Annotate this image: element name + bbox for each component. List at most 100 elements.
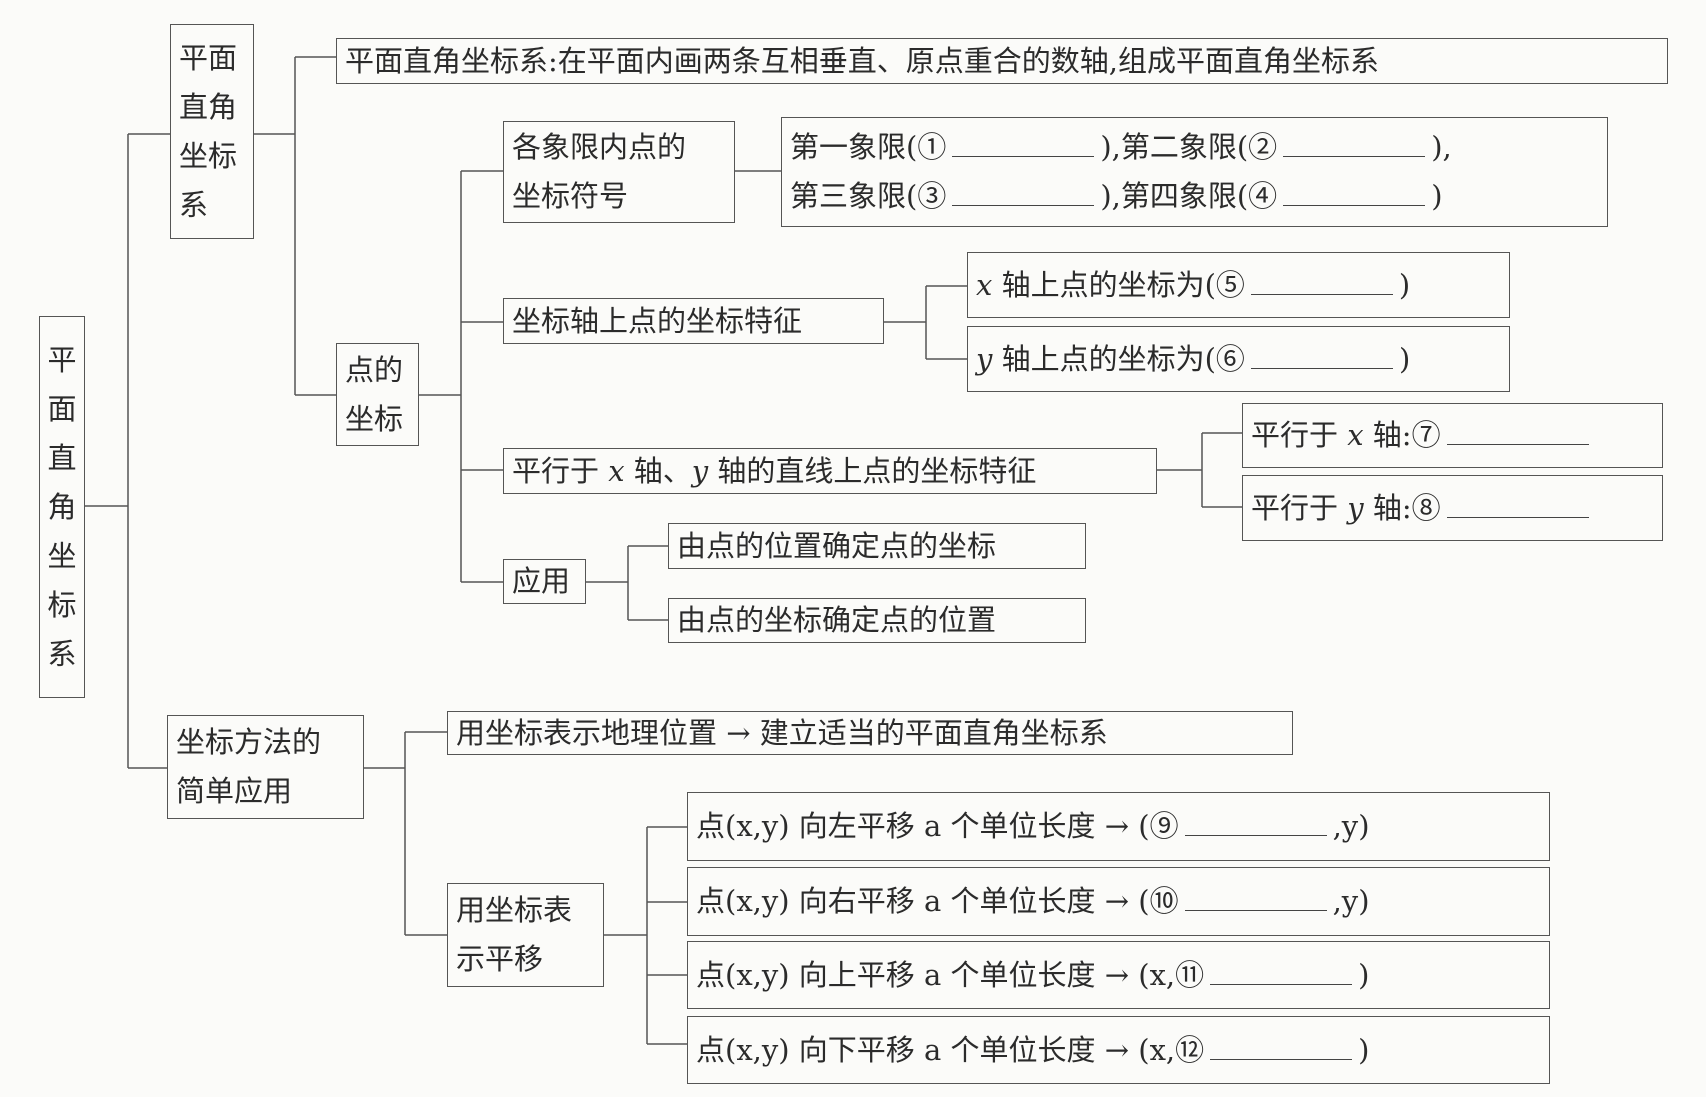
node-text: ) <box>1358 1032 1370 1067</box>
node-line: 坐标符号 <box>512 179 629 213</box>
node-text: 平行于 <box>1251 418 1348 452</box>
var: y <box>1347 490 1364 525</box>
root-char: 面 <box>47 391 77 426</box>
blank-4[interactable] <box>1283 183 1426 206</box>
translation-item: 点(x,y) 向左平移 a 个单位长度 → (⑨ ,y) <box>687 792 1550 861</box>
node-text: ) <box>1398 267 1411 302</box>
node-text: 轴上点的坐标为(⑥ <box>992 341 1245 376</box>
node-text: 点(x,y) 向右平移 a 个单位长度 → (⑩ <box>696 884 1179 918</box>
root-char: 角 <box>47 489 77 524</box>
translation-line: 点(x,y) 向下平移 a 个单位长度 → (x,⑫) <box>696 1032 1541 1067</box>
node-text: 轴上点的坐标为(⑤ <box>992 267 1245 302</box>
blank-7[interactable] <box>1446 422 1589 445</box>
root-char: 平 <box>47 342 77 377</box>
node-text: ,y) <box>1332 809 1370 843</box>
translation-line: 点(x,y) 向上平移 a 个单位长度 → (x,⑪) <box>696 957 1541 992</box>
node-line: 坐标方法的 <box>176 725 322 759</box>
root-char: 直 <box>47 440 77 475</box>
blank-1[interactable] <box>952 134 1095 157</box>
methods-node: 坐标方法的 简单应用 <box>167 715 364 819</box>
blank-6[interactable] <box>1250 346 1393 369</box>
parallel-y-line: 平行于 y 轴:⑧ <box>1251 490 1654 525</box>
parallel-feature-node: 平行于 x 轴、y 轴的直线上点的坐标特征 <box>503 448 1157 494</box>
node-text: 应用 <box>512 564 571 598</box>
node-text: ,y) <box>1332 884 1370 918</box>
node-text: 轴的直线上点的坐标特征 <box>708 453 1037 488</box>
node-text: ) <box>1358 957 1370 992</box>
translation-line: 点(x,y) 向左平移 a 个单位长度 → (⑨ ,y) <box>696 812 1541 841</box>
q-text: ),第二象限(② <box>1100 130 1278 164</box>
parallel-x-line: 平行于 x 轴:⑦ <box>1251 421 1654 450</box>
node-line: 简单应用 <box>176 774 293 808</box>
node-text: 平行于 <box>1251 490 1348 525</box>
node-line: 直角 <box>179 89 238 124</box>
translation-item: 点(x,y) 向上平移 a 个单位长度 → (x,⑪) <box>687 941 1550 1009</box>
parallel-label: 平行于 x 轴、y 轴的直线上点的坐标特征 <box>512 453 1148 488</box>
blank-3[interactable] <box>952 183 1095 206</box>
node-line: 平面 <box>179 40 238 75</box>
quadrant-content-node: 第一象限(①),第二象限(②), 第三象限(③),第四象限(④) <box>781 117 1608 227</box>
node-text: 轴:⑦ <box>1363 418 1441 452</box>
translation-item: 点(x,y) 向下平移 a 个单位长度 → (x,⑫) <box>687 1016 1550 1084</box>
q-text: ),第四象限(④ <box>1100 179 1278 213</box>
blank-10[interactable] <box>1184 888 1327 911</box>
node-line: 系 <box>179 187 209 222</box>
quadrant-line-2: 第三象限(③ ),第四象限(④) <box>790 182 1599 211</box>
node-line: 示平移 <box>456 942 544 976</box>
parallel-x-node: 平行于 x 轴:⑦ <box>1242 403 1663 468</box>
root-char: 系 <box>47 636 77 671</box>
node-line: 各象限内点的 <box>512 130 687 164</box>
node-text: ) <box>1398 341 1411 376</box>
translation-node: 用坐标表 示平移 <box>447 883 604 987</box>
x-axis-node: x 轴上点的坐标为(⑤) <box>967 252 1510 318</box>
root-node: 平 面 直 角 坐 标 系 <box>39 316 85 698</box>
blank-2[interactable] <box>1283 134 1426 157</box>
quadrant-line-1: 第一象限(①),第二象限(②), <box>790 133 1599 162</box>
root-char: 坐 <box>47 538 77 573</box>
translation-item: 点(x,y) 向右平移 a 个单位长度 → (⑩ ,y) <box>687 867 1550 936</box>
node-text: 轴、 <box>624 453 692 488</box>
node-text: 由点的坐标确定点的位置 <box>677 603 997 637</box>
node-text: 用坐标表示地理位置 → 建立适当的平面直角坐标系 <box>456 715 1108 750</box>
blank-8[interactable] <box>1446 495 1589 518</box>
application-item: 由点的位置确定点的坐标 <box>668 523 1086 569</box>
node-line: 坐标 <box>179 138 238 173</box>
y-axis-line: y 轴上点的坐标为(⑥) <box>976 341 1501 376</box>
application-node: 应用 <box>503 559 586 604</box>
var: y <box>691 453 709 488</box>
geo-node: 用坐标表示地理位置 → 建立适当的平面直角坐标系 <box>447 711 1293 755</box>
system-node: 平面 直角 坐标 系 <box>170 24 254 239</box>
node-line: 坐标 <box>345 401 404 436</box>
translation-line: 点(x,y) 向右平移 a 个单位长度 → (⑩ ,y) <box>696 887 1541 916</box>
var: x <box>608 453 625 488</box>
x-axis-line: x 轴上点的坐标为(⑤) <box>976 267 1501 302</box>
node-text: 点(x,y) 向上平移 a 个单位长度 → (x,⑪ <box>696 957 1205 992</box>
q-text: 第一象限(① <box>790 130 947 164</box>
node-text: 点(x,y) 向左平移 a 个单位长度 → (⑨ <box>696 809 1179 843</box>
root-char: 标 <box>47 587 77 622</box>
node-text: 平行于 <box>512 453 609 488</box>
q-text: ) <box>1431 179 1443 213</box>
blank-5[interactable] <box>1250 272 1393 295</box>
node-line: 用坐标表 <box>456 893 573 927</box>
node-text: 点(x,y) 向下平移 a 个单位长度 → (x,⑫ <box>696 1032 1205 1067</box>
blank-9[interactable] <box>1184 813 1327 836</box>
definition-node: 平面直角坐标系:在平面内画两条互相垂直、原点重合的数轴,组成平面直角坐标系 <box>336 38 1668 84</box>
point-coords-node: 点的 坐标 <box>336 343 419 446</box>
node-line: 点的 <box>345 352 404 387</box>
var: x <box>976 267 993 302</box>
var: y <box>976 341 993 376</box>
node-text: 由点的位置确定点的坐标 <box>677 528 997 563</box>
blank-12[interactable] <box>1210 1037 1353 1060</box>
axis-feature-node: 坐标轴上点的坐标特征 <box>503 298 884 344</box>
q-text: 第三象限(③ <box>790 179 947 213</box>
node-text: 轴:⑧ <box>1363 490 1441 525</box>
blank-11[interactable] <box>1210 962 1353 985</box>
quadrant-sign-node: 各象限内点的 坐标符号 <box>503 121 735 223</box>
application-item: 由点的坐标确定点的位置 <box>668 598 1086 643</box>
var: x <box>1347 418 1364 452</box>
y-axis-node: y 轴上点的坐标为(⑥) <box>967 326 1510 392</box>
parallel-y-node: 平行于 y 轴:⑧ <box>1242 475 1663 541</box>
node-text: 坐标轴上点的坐标特征 <box>512 303 803 338</box>
